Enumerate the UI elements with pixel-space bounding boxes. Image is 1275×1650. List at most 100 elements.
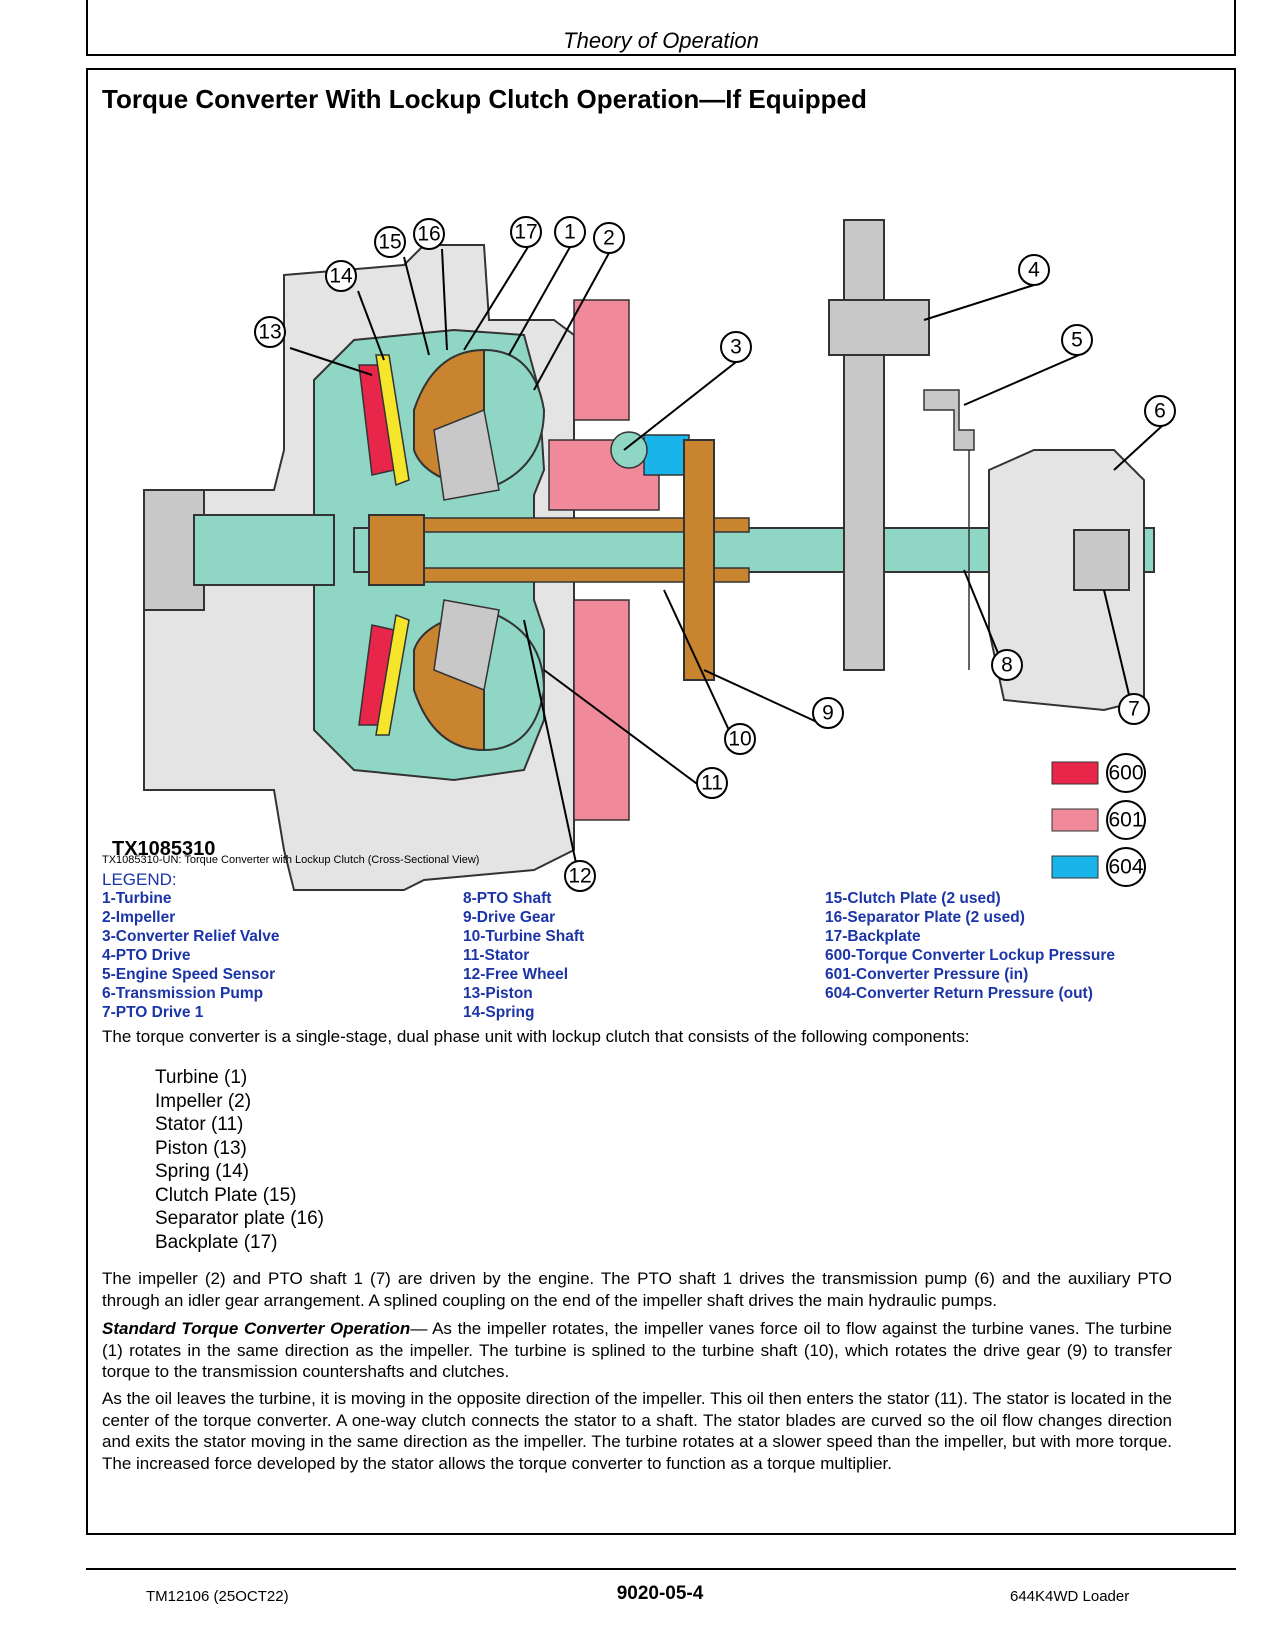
svg-text:7: 7 (1128, 698, 1140, 721)
legend-item: 17-Backplate (825, 928, 921, 945)
legend-item: 12-Free Wheel (463, 966, 569, 983)
callout-12: 12 (564, 860, 596, 892)
legend-column-3: 15-Clutch Plate (2 used) 16-Separator Pl… (825, 889, 1115, 1003)
svg-text:16: 16 (417, 223, 440, 246)
leader-lines (289, 246, 1163, 892)
piston-lower (375, 613, 410, 736)
svg-text:1: 1 (564, 221, 576, 244)
svg-text:600: 600 (1108, 762, 1143, 785)
svg-text:15: 15 (378, 231, 401, 254)
content-box: Torque Converter With Lockup Clutch Oper… (86, 68, 1236, 1535)
callout-2: 2 (593, 222, 625, 254)
callout-4: 4 (1018, 254, 1050, 286)
svg-text:2: 2 (603, 227, 615, 250)
piston-upper (375, 354, 410, 487)
component-item: Impeller (2) (155, 1090, 252, 1112)
pto-drive-gear (828, 299, 930, 356)
legend-column-1: 1-Turbine 2-Impeller 3-Converter Relief … (102, 889, 279, 1022)
input-hub (193, 514, 335, 586)
callout-9: 9 (812, 697, 844, 729)
svg-text:3: 3 (730, 336, 742, 359)
callout-3: 3 (720, 331, 752, 363)
legend-item: 15-Clutch Plate (2 used) (825, 890, 1001, 907)
turbine-hub (368, 514, 425, 586)
pressure-604 (643, 434, 690, 476)
key-code-601: 601 (1106, 800, 1146, 840)
key-code-604: 604 (1106, 847, 1146, 887)
legend-item: 604-Converter Return Pressure (out) (825, 985, 1093, 1002)
legend-item: 13-Piston (463, 985, 533, 1002)
callout-10: 10 (724, 723, 756, 755)
drive-paragraph: The impeller (2) and PTO shaft 1 (7) are… (102, 1269, 1172, 1310)
standard-operation-paragraph: Standard Torque Converter Operation— As … (102, 1318, 1172, 1383)
intro-paragraph: The torque converter is a single-stage, … (102, 1027, 970, 1046)
svg-text:11: 11 (701, 772, 723, 795)
header-box: Theory of Operation (86, 0, 1236, 56)
pump-shaft (1073, 529, 1130, 591)
callout-5: 5 (1061, 324, 1093, 356)
svg-text:10: 10 (728, 728, 751, 751)
key-swatch-601 (1051, 808, 1099, 832)
callout-13: 13 (254, 316, 286, 348)
legend-item: 601-Converter Pressure (in) (825, 966, 1029, 983)
svg-text:12: 12 (568, 865, 591, 888)
svg-text:604: 604 (1108, 856, 1143, 879)
legend-item: 11-Stator (463, 947, 530, 964)
section-title: Theory of Operation (563, 28, 759, 53)
component-item: Piston (13) (155, 1137, 247, 1159)
component-list: Turbine (1) Impeller (2) Stator (11) Pis… (155, 1066, 324, 1254)
relief-valve-ball (610, 431, 648, 469)
footer-model: 644K4WD Loader (1010, 1588, 1130, 1605)
key-swatch-600 (1051, 761, 1099, 785)
page-title: Torque Converter With Lockup Clutch Oper… (102, 84, 867, 114)
legend-column-2: 8-PTO Shaft 9-Drive Gear 10-Turbine Shaf… (463, 889, 584, 1022)
legend-item: 6-Transmission Pump (102, 985, 264, 1002)
component-item: Stator (11) (155, 1114, 244, 1135)
svg-text:6: 6 (1154, 400, 1166, 423)
callout-1: 1 (554, 216, 586, 248)
footer-rule (86, 1568, 1236, 1570)
callout-8: 8 (991, 649, 1023, 681)
pressure-601-upper (573, 299, 630, 421)
callout-15: 15 (374, 226, 406, 258)
svg-text:8: 8 (1001, 654, 1013, 677)
svg-text:13: 13 (258, 321, 281, 344)
legend-item: 14-Spring (463, 1004, 535, 1021)
svg-text:4: 4 (1028, 259, 1040, 282)
legend-item: 2-Impeller (102, 909, 176, 926)
key-swatch-604 (1051, 855, 1099, 879)
component-item: Clutch Plate (15) (155, 1184, 297, 1206)
component-item: Turbine (1) (155, 1067, 248, 1088)
standard-operation-heading: Standard Torque Converter Operation (102, 1319, 411, 1338)
callout-11: 11 (696, 767, 728, 799)
legend-item: 3-Converter Relief Valve (102, 928, 280, 945)
legend-item: 5-Engine Speed Sensor (102, 966, 276, 983)
stator-lower (433, 599, 500, 692)
callout-17: 17 (510, 216, 542, 248)
legend-item: 10-Turbine Shaft (463, 928, 585, 945)
torque-converter-diagram: 1 2 3 4 5 6 7 8 9 10 11 12 13 14 15 16 1… (143, 216, 1176, 892)
key-code-600: 600 (1106, 753, 1146, 793)
figure-id: TX1085310 (112, 838, 216, 860)
legend-item: 600-Torque Converter Lockup Pressure (825, 947, 1115, 964)
legend-item: 4-PTO Drive (102, 947, 191, 964)
drive-gear (683, 439, 715, 681)
standard-operation-text: — As the impeller rotates, the impeller … (102, 1319, 1172, 1381)
footer-page-number: 9020-05-4 (616, 1583, 704, 1604)
svg-text:5: 5 (1071, 329, 1083, 352)
stator-paragraph: As the oil leaves the turbine, it is mov… (102, 1389, 1172, 1473)
legend-title: LEGEND: (102, 870, 177, 889)
svg-text:14: 14 (329, 265, 353, 288)
svg-text:601: 601 (1108, 809, 1143, 832)
component-item: Backplate (17) (155, 1231, 278, 1253)
pto-drive-body (843, 219, 885, 671)
speed-sensor (923, 389, 975, 451)
component-item: Separator plate (16) (155, 1208, 324, 1229)
figure-caption: TX1085310-UN: Torque Converter with Lock… (102, 854, 480, 866)
callout-16: 16 (413, 218, 445, 250)
callout-7: 7 (1118, 693, 1150, 725)
stator-upper (433, 408, 500, 501)
legend-item: 1-Turbine (102, 890, 172, 907)
legend-item: 9-Drive Gear (463, 909, 556, 926)
legend-item: 7-PTO Drive 1 (102, 1004, 204, 1021)
